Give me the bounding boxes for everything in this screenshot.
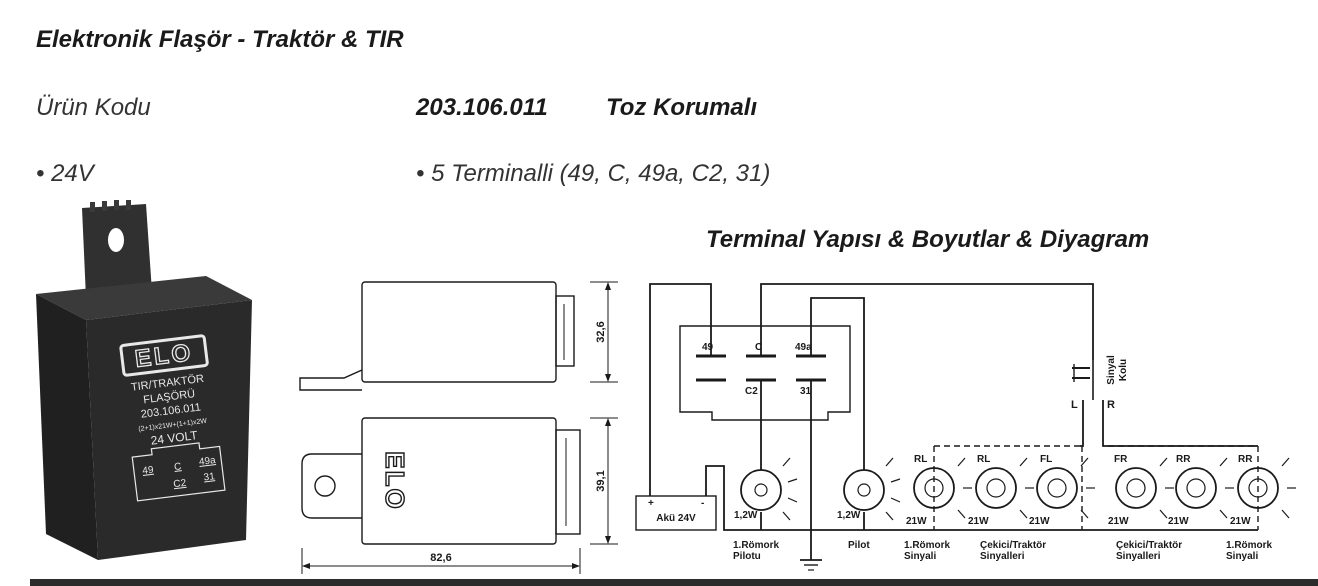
product-body <box>86 300 252 560</box>
product-terminal-49a: 49a <box>198 455 216 468</box>
switch-label-1: Sinyal <box>1106 355 1117 385</box>
product-side <box>36 294 98 560</box>
lamp-watt-2: 21W <box>968 516 989 527</box>
terminal-label-c2: C2 <box>745 386 758 397</box>
lamp-code-rl-1: RL <box>914 454 927 465</box>
caption-tractor-signal-right-2: Sinyalleri <box>1116 551 1161 562</box>
caption-trailer-signal-left-2: Sinyali <box>904 551 936 562</box>
battery-label: Akü 24V <box>656 513 696 524</box>
connector-housing <box>679 325 851 421</box>
lamp-fr <box>1115 467 1157 509</box>
product-code-value: 203.106.011 <box>416 94 548 121</box>
lamp-rl-2 <box>975 467 1017 509</box>
product-terminal-49: 49 <box>142 465 155 477</box>
ground-bus <box>705 465 1258 531</box>
switch-right: R <box>1107 399 1115 411</box>
side-view <box>299 281 618 391</box>
switch-label-2: Kolu <box>1118 359 1129 381</box>
product-feature: Toz Korumalı <box>606 94 758 121</box>
caption-trailer-pilot-2: Pilotu <box>733 551 761 562</box>
bullet-voltage: • 24V <box>36 160 94 187</box>
product-terminal-c2: C2 <box>173 478 187 491</box>
product-image: ELO TIR/TRAKTÖR FLAŞÖRÜ 203.106.011 (2+1… <box>36 200 252 560</box>
product-terminal-31: 31 <box>203 471 216 483</box>
lamp-rr-1 <box>1175 467 1217 509</box>
length-dimension: 82,6 <box>430 552 451 564</box>
lamp-watt-1: 21W <box>906 516 927 527</box>
lamp-code-fr: FR <box>1114 454 1128 465</box>
lamp-fl <box>1036 467 1078 509</box>
wire-c-to-switch <box>760 283 1094 360</box>
height-dimension: 32,6 <box>595 321 607 342</box>
caption-pilot: Pilot <box>848 540 870 551</box>
terminal-label-c: C <box>755 342 762 353</box>
wiring-diagram <box>635 283 1296 571</box>
caption-tractor-signal-left-2: Sinyalleri <box>980 551 1025 562</box>
lamp-code-fl: FL <box>1040 454 1052 465</box>
lamp-code-rl-2: RL <box>977 454 990 465</box>
lamp-rr-2 <box>1237 467 1279 509</box>
battery <box>635 495 717 531</box>
product-terminal-c: C <box>174 461 183 473</box>
lamp-code-rr-1: RR <box>1176 454 1191 465</box>
pilot-lamp <box>843 469 885 511</box>
bottom-bar <box>30 579 1318 586</box>
diagram-title: Terminal Yapısı & Boyutlar & Diyagram <box>706 226 1150 253</box>
bullet-terminals: • 5 Terminalli (49, C, 49a, C2, 31) <box>416 160 771 187</box>
lamp-watt-5: 21W <box>1168 516 1189 527</box>
terminal-label-31: 31 <box>800 386 812 397</box>
top-view-brand-mark: ELO <box>380 451 410 510</box>
product-label: ELO TIR/TRAKTÖR FLAŞÖRÜ 203.106.011 (2+1… <box>119 334 226 502</box>
lamp-watt-4: 21W <box>1108 516 1129 527</box>
dimension-drawing <box>299 281 618 574</box>
trailer-pilot-watt: 1,2W <box>734 510 758 521</box>
trailer-pilot-lamp <box>740 469 782 511</box>
terminal-label-49a: 49a <box>795 342 812 353</box>
caption-trailer-signal-right-2: Sinyali <box>1226 551 1258 562</box>
lamp-watt-6: 21W <box>1230 516 1251 527</box>
width-dimension: 39,1 <box>595 470 607 491</box>
lamp-watt-3: 21W <box>1029 516 1050 527</box>
caption-trailer-signal-right-1: 1.Römork <box>1226 540 1273 551</box>
lamp-code-rr-2: RR <box>1238 454 1253 465</box>
product-top <box>36 276 252 320</box>
lamp-rl-1 <box>913 467 955 509</box>
mounting-hole <box>108 228 124 252</box>
wiring-labels: 49 C 49a C2 31 Akü 24V + - Sinyal Kolu L… <box>648 342 1273 562</box>
light-rays <box>782 457 1296 521</box>
wire-49-to-battery <box>649 283 712 496</box>
caption-trailer-signal-left-1: 1.Römork <box>904 540 951 551</box>
caption-trailer-pilot-1: 1.Römork <box>733 540 780 551</box>
caption-tractor-signal-right-1: Çekici/Traktör <box>1116 540 1182 551</box>
switch-left: L <box>1071 399 1078 411</box>
pilot-watt: 1,2W <box>837 510 861 521</box>
page-title: Elektronik Flaşör - Traktör & TIR <box>36 26 404 53</box>
battery-minus: - <box>701 498 704 509</box>
battery-plus: + <box>648 498 654 509</box>
product-label-line-5: 24 VOLT <box>150 428 199 448</box>
terminal-label-49: 49 <box>702 342 714 353</box>
caption-tractor-signal-left-1: Çekici/Traktör <box>980 540 1046 551</box>
top-view <box>301 417 618 574</box>
wire-49a-to-pilot <box>810 297 865 470</box>
product-code-label: Ürün Kodu <box>36 94 151 121</box>
